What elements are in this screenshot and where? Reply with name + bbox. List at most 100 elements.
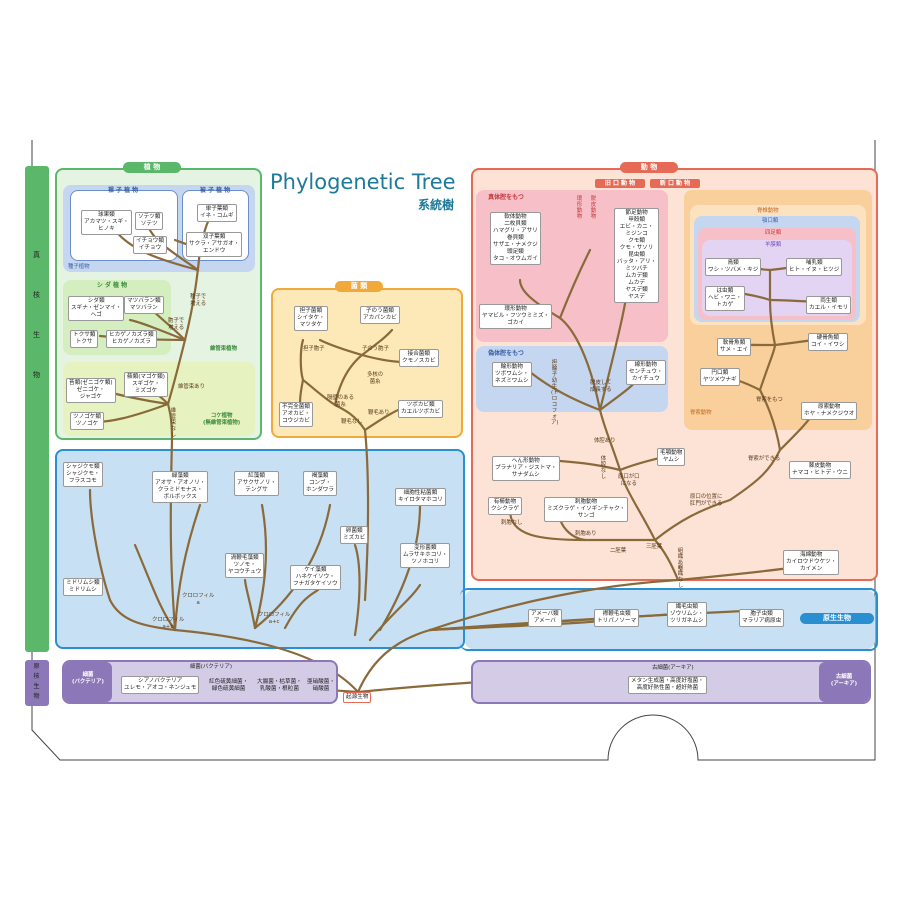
- vascular-label: 維管束植物: [210, 346, 237, 352]
- rotifer-label: 輪形動物 ツボワムシ・ ネズミワムシ: [492, 362, 532, 387]
- echinoderm-label: 棘皮動物 ナマコ・ヒトデ・ウニ: [789, 461, 851, 479]
- sulfur-bacteria-label: 紅色硫黄細菌・ 緑色硫黄細菌: [209, 679, 249, 692]
- sporozoa-label: 胞子虫類 マラリア病原虫: [739, 609, 785, 627]
- bacteria-tag: 細菌 (バクテリア): [72, 672, 104, 685]
- archaea-tag: 古細菌 (アーキア): [830, 674, 858, 687]
- anus-mouth-node: 原口が口 になる: [618, 474, 640, 487]
- bird-label: 鳥類 ワシ・ツバメ・キジ: [705, 258, 762, 276]
- chlorophyll-ac-node: クロロフィル a+c: [258, 612, 291, 625]
- trochophore-node: 担輪子幼生(トロコフォア): [551, 360, 559, 426]
- nematode-label: 線形動物 センチュウ・ カイチュウ: [626, 360, 666, 385]
- matsuba-label: マツバラン類 マツバラン: [124, 296, 164, 314]
- coelom-yes-node: 体腔あり: [594, 438, 616, 444]
- monocot-label: 単子葉類 イネ・コムギ: [197, 204, 237, 222]
- nitrifier-label: 亜硝酸菌・ 硝酸菌: [307, 679, 335, 692]
- euglena-label: ミドリムシ類 ミドリムシ: [63, 578, 103, 596]
- hikage-label: ヒカゲノカズラ類 ヒカゲノカズラ: [106, 330, 157, 348]
- cyclostome-label: 円口類 ヤツメウナギ: [700, 368, 740, 386]
- diatom-label: ケイ藻類 ハネケイソウ・ フナガタケイソウ: [290, 565, 341, 590]
- pseudo-coelom-label: 偽体腔をもつ: [488, 350, 524, 357]
- chytrid-label: ツボカビ類 カエルツボカビ: [398, 400, 444, 418]
- vascular-yes-node: 維管束あり: [178, 384, 205, 390]
- cartilage-label: 軟骨魚類 サメ・エイ: [717, 338, 751, 356]
- prokaryote-sidebar-label: 原核生物: [33, 663, 40, 700]
- prokaryote-sidebar: [25, 660, 49, 706]
- true-coelom-label: 真体腔をもつ: [488, 194, 524, 201]
- shajiku-label: シャジクモ類 シャジクモ・ フラスコモ: [63, 462, 103, 487]
- eukaryote-sidebar: [25, 166, 49, 652]
- annelida-label: 環形動物 ヤマビル・フツウミミズ・ ゴカイ: [479, 304, 553, 329]
- eukaryote-sidebar-label: 真核生物: [33, 251, 40, 379]
- amoeba-label: アメーバ類 アメーバ: [528, 609, 562, 627]
- germ3-node: 三胚葉: [646, 544, 663, 550]
- tissue-no-node: 組織なし: [677, 565, 684, 589]
- mammal-label: 哺乳類 ヒト・イヌ・ヒツジ: [786, 258, 843, 276]
- jaw-label: 顎口類: [762, 218, 779, 224]
- arthropod-label: 節足動物 甲殻類 エビ・カニ・ ミジンコ クモ類 クモ・サソリ 昆虫類 バッタ・…: [614, 208, 660, 303]
- germ2-node: 二胚葉: [610, 548, 627, 554]
- spore-node: 胞子で 増える: [168, 318, 185, 331]
- amphibian-label: 両生類 カエル・イモリ: [806, 296, 852, 314]
- origin-label: 起源生物: [343, 692, 372, 703]
- vertebrate-label: 脊椎動物: [757, 208, 779, 214]
- hornwort-label: ツノゴケ類 ツノゴケ: [70, 412, 104, 430]
- molt-label: 脱皮動物: [590, 196, 597, 220]
- true-moss-label: 蘚類(マゴケ類) スギゴケ・ ミズゴケ: [124, 372, 168, 397]
- sponge-label: 海綿動物 カイロウドウケツ・ カイメン: [783, 550, 840, 575]
- coelom-no-node: 体腔なし: [600, 456, 607, 480]
- amniote-label: 羊膜類: [765, 242, 782, 248]
- dinoflagellate-label: 渦鞭毛藻類 ツノモ・ ヤコウチュウ: [225, 553, 265, 578]
- bacteria-header: 細菌(バクテリア): [190, 664, 232, 670]
- green-algae-label: 緑藻類 アオサ・アオノリ・ クラミドモナス・ ボルボックス: [152, 471, 209, 503]
- brown-algae-label: 褐藻類 コンブ・ ホンダワラ: [303, 471, 337, 496]
- ctenophore-label: 有櫛動物 クシクラゲ: [488, 497, 522, 515]
- arrow-worm-label: 毛顎動物 ヤムシ: [657, 448, 686, 466]
- asco-spore-node: 子のう胞子: [362, 346, 389, 352]
- cnid-yes-node: 刺胞あり: [575, 531, 597, 537]
- angio-header: 被 子 植 物: [199, 187, 231, 194]
- ginkgo-label: イチョウ類 イチョウ: [133, 236, 167, 254]
- ringed-label: 環形動物: [576, 196, 583, 220]
- deuterostome-header: 新 口 動 物: [650, 179, 700, 188]
- water-mold-label: 卵菌類 ミズカビ: [340, 526, 369, 544]
- animal-header: 動 物: [620, 162, 678, 173]
- chlorophyll-ab-node: クロロフィル a+b: [152, 617, 185, 630]
- hemichordate-label: 原索動物 ホヤ・ナメクジウオ: [801, 402, 858, 420]
- bony-label: 硬骨魚類 コイ・イワシ: [808, 333, 848, 351]
- protist-header: 原生生物: [800, 613, 874, 624]
- tokusa-label: トクサ類 トクサ: [70, 330, 99, 348]
- shida-label: シダ類 スギナ・ゼンマイ・ ヘゴ: [68, 296, 125, 321]
- fungi-header: 菌 類: [335, 281, 383, 292]
- molting-node: 脱皮して 成長する: [590, 380, 612, 393]
- red-algae-label: 紅藻類 アサクサノリ・ テングサ: [234, 471, 280, 496]
- ecoli-label: 大腸菌・枯草菌・ 乳酸菌・根粒菌: [257, 679, 302, 692]
- fern-header: シ ダ 植 物: [96, 282, 128, 289]
- zygomycota-label: 接合菌類 クモノスカビ: [399, 349, 439, 367]
- spine-node: 脊索ができる: [748, 456, 781, 462]
- archaea-label: メタン生成菌・高度好塩菌・ 高度好熱性菌・超好熱菌: [628, 676, 707, 694]
- title-ja: 系統樹: [418, 198, 455, 212]
- imperfect-label: 不完全菌類 アオカビ・ コウジカビ: [279, 402, 313, 427]
- multi-nuc-node: 多核の 菌糸: [367, 372, 384, 385]
- cycad-label: ソテツ類 ソテツ: [135, 212, 164, 230]
- plant-header: 植 物: [123, 162, 181, 173]
- archaea-tag-box: [819, 662, 869, 702]
- mollusc-label: 軟体動物 二枚貝類 ハマグリ・アサリ 巻貝類 サザエ・ナメクジ 頭足類 タコ・オ…: [490, 212, 541, 265]
- bacteria-tag-box: [64, 662, 112, 702]
- basidio-spore-node: 担子胞子: [303, 346, 325, 352]
- ciliate-label: 繊毛虫類 ゾウリムシ・ ツリガネムシ: [667, 602, 707, 627]
- title-en: Phylogenetic Tree: [270, 170, 456, 194]
- cyanobacteria-label: シアノバクテリア ユレモ・アオコ・ネンジュモ: [121, 676, 200, 694]
- vascular-no-node: 維管束なし: [170, 408, 177, 438]
- conifer-label: 球果類 アカマツ・スギ・ ヒノキ: [81, 210, 132, 235]
- seed-node: 種子で 増える: [190, 294, 207, 307]
- basidio-label: 担子菌類 シイタケ・ マツタケ: [294, 306, 328, 331]
- reptile-label: は虫類 ヘビ・ワニ・ トカゲ: [705, 286, 745, 311]
- cellular-slime-label: 細胞性粘菌類 キイロタマホコリ: [395, 488, 446, 506]
- tetrapod-label: 四足類: [765, 230, 782, 236]
- cnidaria-label: 刺胞動物 ミズクラゲ・イソギンチャク・ サンゴ: [544, 497, 629, 522]
- notochord-node: 脊索をもつ: [756, 397, 783, 403]
- plasmodial-slime-label: 変形菌類 ムラサキホコリ・ ツノホコリ: [400, 543, 451, 568]
